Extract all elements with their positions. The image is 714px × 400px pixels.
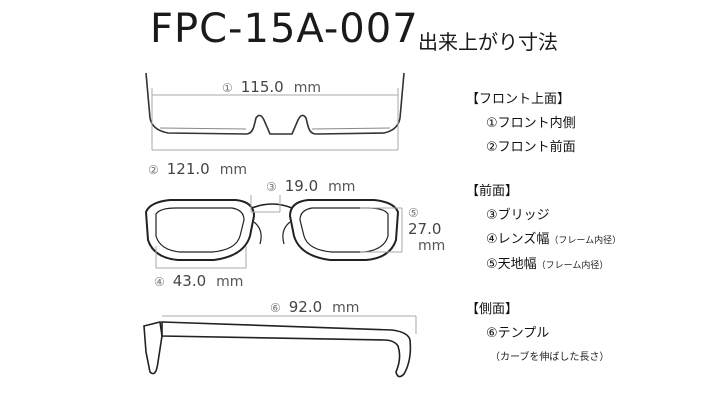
- side-view: [143, 321, 412, 378]
- legend-item-front-face: ②フロント前面: [486, 140, 576, 155]
- dimension-unit: mm: [219, 162, 247, 178]
- top-view: [145, 72, 405, 135]
- right-lens-rim: [288, 199, 400, 261]
- dimension-legend: 【フロント上面】 ①フロント内側 ②フロント前面 【前面】 ③ブリッジ ④レンズ…: [466, 88, 706, 370]
- dimension-height: ⑤ 27.0 mm: [408, 206, 451, 254]
- top-view-frame: [145, 72, 405, 135]
- legend-item-label: ⑤天地幅: [486, 257, 537, 272]
- legend-item-label: ③ブリッジ: [486, 208, 550, 223]
- page-subtitle: 出来上がり寸法: [418, 30, 558, 54]
- front-view-dimension-lines: [155, 195, 403, 269]
- legend-item-note: （フレーム内径）: [536, 261, 609, 271]
- legend-item-height: ⑤天地幅（フレーム内径）: [486, 253, 706, 278]
- bridge-shape: [251, 203, 293, 209]
- nose-pads: [253, 221, 291, 245]
- left-lens-inner: [155, 207, 245, 253]
- front-rim-profile: [143, 321, 163, 375]
- front-view: [144, 199, 400, 261]
- dimension-unit: mm: [418, 238, 446, 254]
- dimension-unit: mm: [328, 179, 356, 195]
- dimension-unit: mm: [293, 80, 321, 96]
- dimension-value: 19.0: [284, 177, 319, 195]
- left-lens-rim: [144, 199, 256, 261]
- product-code-title: FPC-15A-007: [150, 6, 419, 52]
- legend-item-note: （フレーム内径）: [549, 236, 622, 246]
- dimension-unit: mm: [332, 300, 360, 316]
- dimension-unit: mm: [216, 274, 244, 290]
- legend-header-side: 【側面】: [466, 302, 519, 317]
- dimension-value: 43.0: [172, 272, 207, 290]
- dimension-value: 27.0: [408, 220, 442, 238]
- legend-item-label: ④レンズ幅: [486, 232, 550, 247]
- legend-item-temple: ⑥テンプル: [486, 326, 550, 341]
- dimension-value: 92.0: [288, 298, 323, 316]
- top-view-lens-edge: [159, 127, 391, 130]
- temple-arm: [161, 321, 412, 378]
- dimension-index: ①: [222, 81, 233, 95]
- dimension-bridge: ③ 19.0 mm: [266, 177, 355, 195]
- legend-item-lens-width: ④レンズ幅（フレーム内径）: [486, 228, 706, 253]
- side-view-dimension-lines: [162, 315, 417, 334]
- dimension-index: ④: [154, 275, 165, 289]
- dimension-index: ⑥: [270, 301, 281, 315]
- dimension-front-face: ② 121.0 mm: [148, 160, 247, 178]
- dimension-temple: ⑥ 92.0 mm: [270, 298, 359, 316]
- dimension-value: 115.0: [240, 78, 284, 96]
- dimension-index: ③: [266, 180, 277, 194]
- legend-item-front-inner: ①フロント内側: [486, 116, 576, 131]
- dimension-index: ②: [148, 163, 159, 177]
- top-view-dimension-lines: [151, 88, 399, 151]
- legend-item-bridge: ③ブリッジ: [486, 204, 706, 228]
- legend-side-note: （カーブを伸ばした長さ）: [490, 352, 610, 363]
- dimension-index: ⑤: [408, 206, 419, 220]
- right-lens-inner: [299, 207, 389, 253]
- legend-header-front: 【前面】: [466, 184, 519, 199]
- dimension-value: 121.0: [166, 160, 210, 178]
- dimension-lens-width: ④ 43.0 mm: [154, 272, 243, 290]
- dimension-front-inner: ① 115.0 mm: [222, 78, 321, 96]
- legend-header-top: 【フロント上面】: [466, 92, 571, 107]
